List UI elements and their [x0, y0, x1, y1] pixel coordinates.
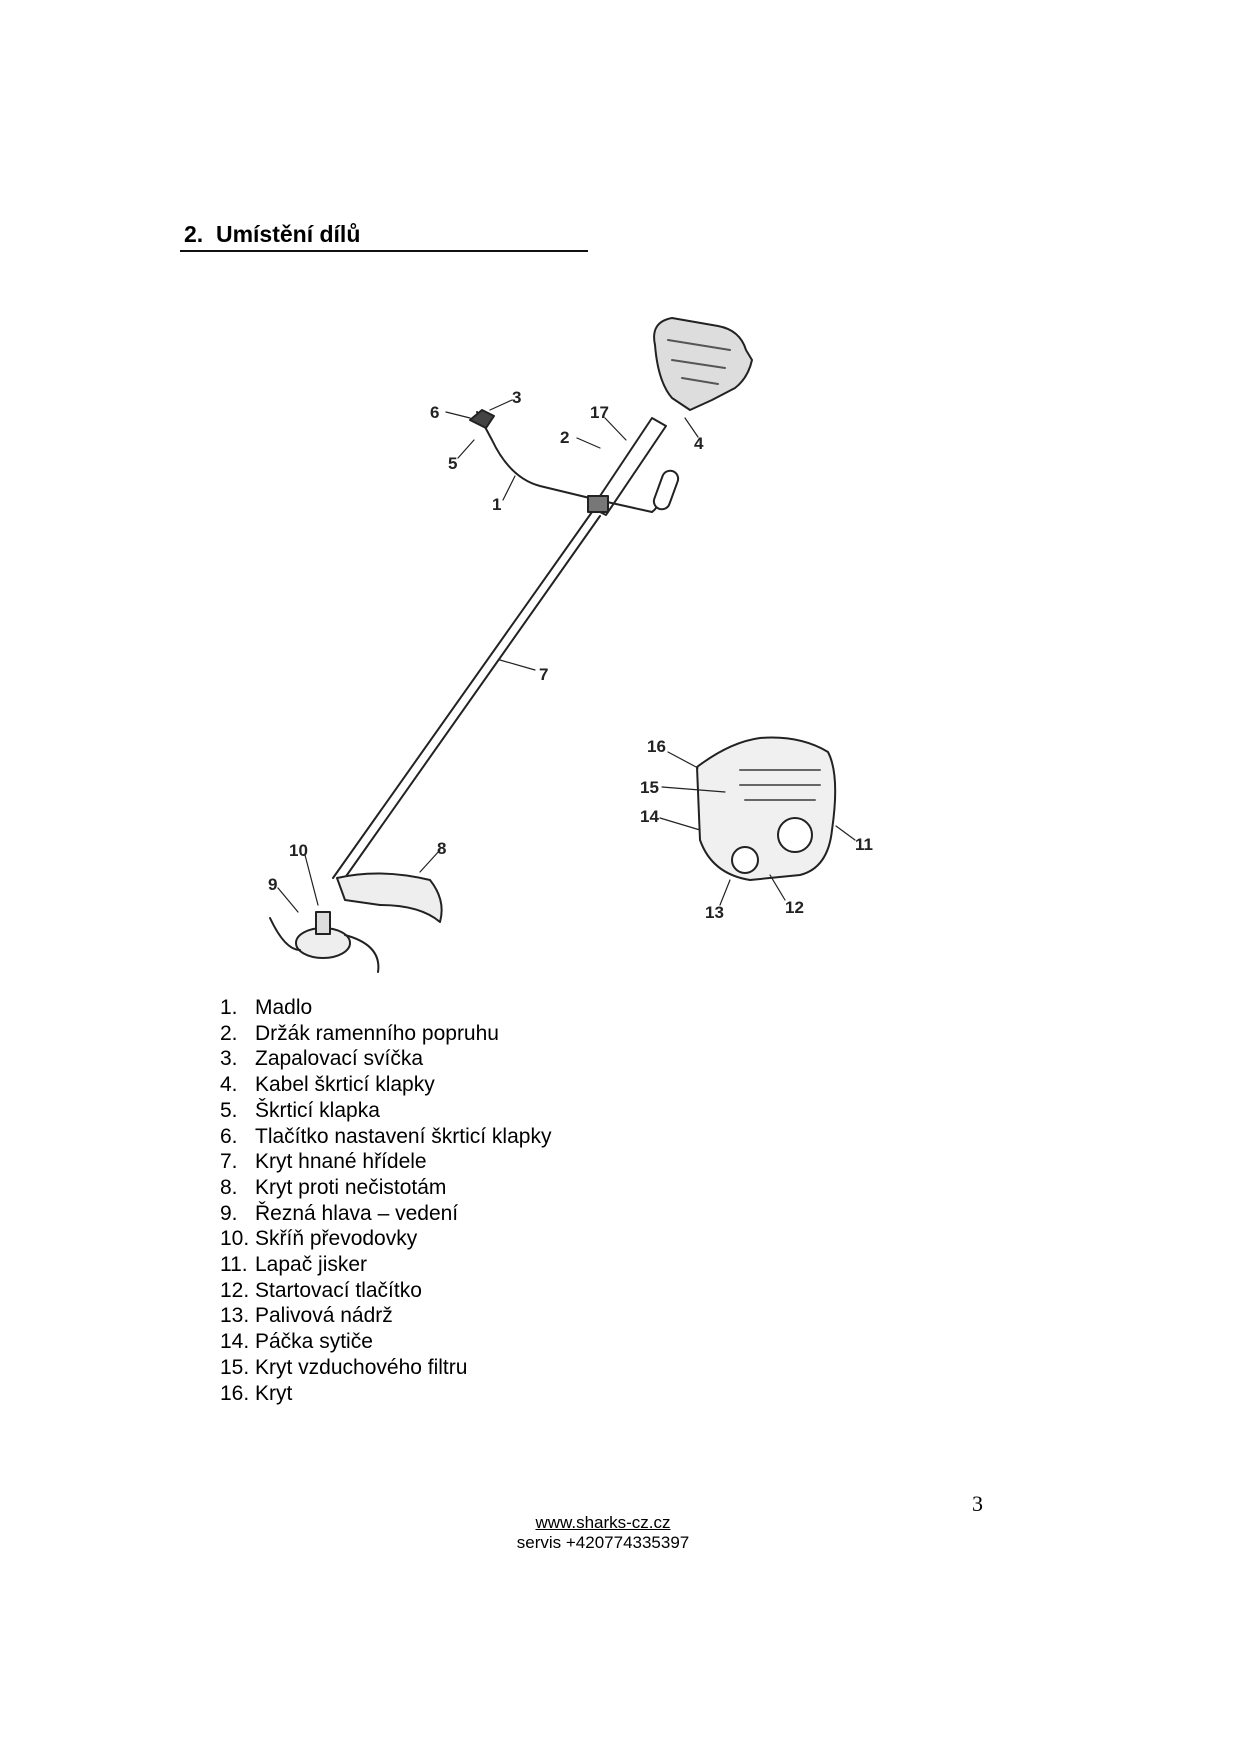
part-number: 7. — [220, 1150, 238, 1174]
part-label: Kryt hnané hřídele — [255, 1150, 427, 1174]
part-number: 9. — [220, 1201, 238, 1225]
callout-6: 6 — [430, 403, 439, 422]
callout-labels: 1 2 3 4 5 6 7 8 9 10 11 12 13 14 15 16 1… — [268, 388, 873, 922]
callout-17: 17 — [590, 403, 609, 422]
list-item: 16.Kryt — [220, 1381, 551, 1407]
list-item: 15.Kryt vzduchového filtru — [220, 1355, 551, 1381]
callout-9: 9 — [268, 875, 277, 894]
part-label: Kryt proti nečistotám — [255, 1175, 447, 1199]
part-label: Škrticí klapka — [255, 1098, 380, 1122]
callout-4: 4 — [694, 434, 704, 453]
callout-11: 11 — [855, 835, 873, 854]
list-item: 11. Lapač jisker — [220, 1252, 551, 1278]
list-item: 9. Řezná hlava – vedení — [220, 1201, 551, 1227]
callout-7: 7 — [539, 665, 548, 684]
part-number: 1. — [220, 996, 238, 1019]
list-item: 2. Držák ramenního popruhu — [220, 1021, 551, 1047]
callout-3: 3 — [512, 388, 521, 407]
list-item: 12.Startovací tlačítko — [220, 1278, 551, 1304]
part-label: Držák ramenního popruhu — [255, 1021, 499, 1045]
part-label: Lapač jisker — [255, 1253, 368, 1277]
list-item: 3. Zapalovací svíčka — [220, 1046, 551, 1072]
part-number: 13. — [220, 1304, 250, 1328]
service-phone: servis +420774335397 — [516, 1533, 690, 1552]
parts-list: 1. Madlo 2. Držák ramenního popruhu 3. Zapa… — [220, 995, 551, 1406]
list-item: 14.Páčka sytiče — [220, 1329, 551, 1355]
part-number: 3. — [220, 1047, 238, 1071]
part-label: Páčka sytiče — [255, 1330, 373, 1354]
page-number: 3 — [972, 1491, 983, 1516]
upper-tube — [591, 417, 667, 516]
part-label: Řezná hlava – vedení — [255, 1201, 459, 1225]
website-link[interactable]: www.sharks-cz.cz — [535, 1513, 671, 1532]
part-label: Skříň převodovky — [255, 1227, 418, 1251]
callout-16: 16 — [647, 737, 666, 756]
callout-8: 8 — [437, 839, 446, 858]
part-number: 8. — [220, 1175, 238, 1199]
part-label: Kabel škrticí klapky — [255, 1073, 435, 1097]
list-item: 13.Palivová nádrž — [220, 1303, 551, 1329]
engine-detail-illustration — [696, 736, 837, 881]
callout-10: 10 — [289, 841, 308, 860]
callout-1: 1 — [492, 495, 501, 514]
list-item: 6. Tlačítko nastavení škrticí klapky — [220, 1124, 551, 1150]
part-number: 15. — [220, 1355, 250, 1379]
callout-15: 15 — [640, 778, 659, 797]
part-label: Kryt vzduchového filtru — [255, 1355, 468, 1379]
part-number: 12. — [220, 1278, 250, 1302]
trimmer-parts-diagram: 1 2 3 4 5 6 7 8 9 10 11 12 13 14 15 16 1… — [268, 317, 873, 973]
part-number: 5. — [220, 1098, 238, 1122]
list-item: 8. Kryt proti nečistotám — [220, 1175, 551, 1201]
list-item: 10.Skříň převodovky — [220, 1226, 551, 1252]
part-number: 16. — [220, 1381, 250, 1405]
part-number: 2. — [220, 1021, 238, 1045]
part-number: 4. — [220, 1073, 238, 1097]
callout-14: 14 — [640, 807, 659, 826]
part-number: 14. — [220, 1330, 250, 1354]
callout-5: 5 — [448, 454, 457, 473]
part-label: Startovací tlačítko — [255, 1278, 422, 1302]
part-number: 6. — [220, 1124, 238, 1148]
callout-2: 2 — [560, 428, 569, 447]
list-item: 5. Škrticí klapka — [220, 1098, 551, 1124]
callout-13: 13 — [705, 903, 724, 922]
part-label: Palivová nádrž — [255, 1304, 393, 1328]
drive-shaft — [332, 511, 601, 883]
part-number: 10. — [220, 1227, 250, 1251]
list-item: 1. Madlo — [220, 995, 551, 1021]
list-item: 7. Kryt hnané hřídele — [220, 1149, 551, 1175]
callout-12: 12 — [785, 898, 804, 917]
part-label: Zapalovací svíčka — [255, 1047, 424, 1071]
section-heading: 2. Umístění dílů — [184, 221, 361, 247]
part-label: Madlo — [255, 996, 313, 1019]
heading-underline — [180, 250, 588, 252]
debris-guard — [336, 872, 443, 923]
part-label: Tlačítko nastavení škrticí klapky — [255, 1124, 552, 1148]
list-item: 4. Kabel škrticí klapky — [220, 1072, 551, 1098]
part-number: 11. — [220, 1253, 248, 1277]
part-label: Kryt — [255, 1381, 293, 1405]
